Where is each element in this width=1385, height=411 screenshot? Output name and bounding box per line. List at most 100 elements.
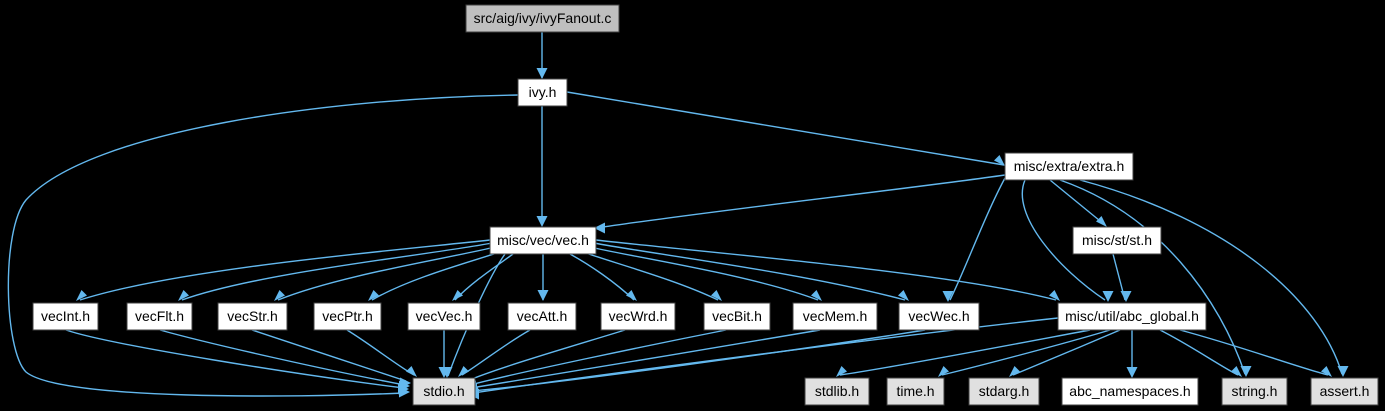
node-assert[interactable]: assert.h [1310, 377, 1379, 406]
edge-line [461, 329, 531, 376]
node-label: assert.h [1320, 383, 1370, 399]
node-box[interactable] [1221, 377, 1288, 406]
node-box[interactable] [600, 302, 676, 331]
arrow-head-icon [711, 290, 722, 301]
node-box[interactable] [968, 377, 1040, 406]
node-time[interactable]: time.h [886, 377, 945, 406]
node-label: misc/st/st.h [1082, 232, 1152, 248]
node-label: ivy.h [529, 84, 557, 100]
node-vec[interactable]: misc/vec/vec.h [489, 226, 597, 255]
edge-root-to-ivy [536, 32, 548, 79]
node-box[interactable] [886, 377, 945, 406]
node-box[interactable] [489, 226, 597, 255]
edge-vecFlt-to-stdio [159, 329, 410, 392]
node-label: vecWrd.h [609, 308, 668, 324]
edge-vec-to-vecWec [593, 242, 909, 301]
node-vecInt[interactable]: vecInt.h [32, 302, 99, 331]
edge-ivy-to-vec [536, 106, 548, 227]
arrow-head-icon [1321, 366, 1332, 377]
edge-line [472, 317, 1059, 394]
node-ivy[interactable]: ivy.h [517, 78, 568, 107]
arrow-head-icon [406, 366, 417, 377]
node-box[interactable] [1004, 152, 1134, 181]
node-vecPtr[interactable]: vecPtr.h [313, 302, 382, 331]
node-abcglobal[interactable]: misc/util/abc_global.h [1057, 302, 1207, 331]
edge-extra-to-vec [594, 174, 1006, 234]
edge-line [277, 246, 496, 301]
node-extra[interactable]: misc/extra/extra.h [1004, 152, 1134, 181]
node-box[interactable] [412, 377, 476, 406]
edge-st-to-abcglobal [1112, 253, 1132, 302]
edge-line [371, 251, 501, 301]
node-label: string.h [1232, 383, 1278, 399]
node-root[interactable]: src/aig/ivy/ivyFanout.c [465, 4, 620, 33]
node-vecMem[interactable]: vecMem.h [792, 302, 878, 331]
edge-line [7, 94, 519, 397]
node-box[interactable] [507, 302, 577, 331]
node-box[interactable] [32, 302, 99, 331]
node-vecStr[interactable]: vecStr.h [217, 302, 288, 331]
edge-line [181, 242, 493, 301]
node-label: abc_namespaces.h [1069, 383, 1190, 399]
node-box[interactable] [703, 302, 771, 331]
node-box[interactable] [313, 302, 382, 331]
node-abc_namespaces[interactable]: abc_namespaces.h [1061, 377, 1199, 406]
edge-extra-to-string [1059, 179, 1252, 377]
edge-line [1079, 179, 1343, 375]
node-box[interactable] [804, 377, 870, 406]
edge-extra-to-st [1049, 179, 1107, 227]
edge-line [1159, 329, 1239, 376]
node-vecAtt[interactable]: vecAtt.h [507, 302, 577, 331]
node-box[interactable] [898, 302, 980, 331]
node-vecWrd[interactable]: vecWrd.h [600, 302, 676, 331]
edge-vecVec-to-stdio [438, 330, 450, 378]
edge-vecPtr-to-stdio [346, 329, 417, 377]
edge-vec-to-vecFlt [178, 242, 493, 301]
arrow-head-icon [178, 290, 189, 301]
arrow-head-icon [458, 366, 469, 377]
edge-line [582, 251, 719, 301]
arrow-head-icon [1120, 291, 1132, 302]
arrow-head-icon [438, 367, 450, 378]
node-box[interactable] [217, 302, 288, 331]
edge-line [251, 329, 407, 382]
edge-line [589, 246, 819, 301]
edge-ivy-to-stdio [7, 94, 519, 398]
edge-abcglobal-to-abc_namespaces [1126, 330, 1138, 378]
node-stdlib[interactable]: stdlib.h [804, 377, 870, 406]
node-box[interactable] [1310, 377, 1379, 406]
node-box[interactable] [792, 302, 878, 331]
edge-line [839, 329, 1091, 376]
node-vecWec[interactable]: vecWec.h [898, 302, 980, 331]
node-box[interactable] [517, 78, 568, 107]
node-box[interactable] [1057, 302, 1207, 331]
node-vecBit[interactable]: vecBit.h [703, 302, 771, 331]
node-box[interactable] [465, 4, 620, 33]
node-label: time.h [896, 383, 934, 399]
arrow-head-icon [274, 290, 285, 301]
node-st[interactable]: misc/st/st.h [1072, 226, 1162, 255]
node-vecFlt[interactable]: vecFlt.h [126, 302, 193, 331]
edge-vecInt-to-stdio [65, 329, 409, 395]
arrow-head-icon [1126, 367, 1138, 378]
node-vecVec[interactable]: vecVec.h [407, 302, 481, 331]
edge-extra-to-vecWec [942, 177, 1006, 302]
arrow-head-icon [1240, 366, 1252, 377]
edge-line [346, 329, 415, 376]
node-box[interactable] [1061, 377, 1199, 406]
edge-extra-to-assert [1079, 179, 1349, 377]
arrow-head-icon [994, 155, 1005, 166]
arrow-head-icon [452, 290, 463, 301]
node-box[interactable] [126, 302, 193, 331]
arrow-head-icon [811, 290, 822, 301]
node-stdarg[interactable]: stdarg.h [968, 377, 1040, 406]
node-label: vecStr.h [227, 308, 278, 324]
node-stdio[interactable]: stdio.h [412, 377, 476, 406]
arrow-head-icon [1231, 366, 1242, 377]
node-box[interactable] [1072, 226, 1162, 255]
node-string[interactable]: string.h [1221, 377, 1288, 406]
edge-extra-to-abcglobal [1021, 179, 1114, 302]
edge-line [1059, 179, 1246, 375]
node-box[interactable] [407, 302, 481, 331]
